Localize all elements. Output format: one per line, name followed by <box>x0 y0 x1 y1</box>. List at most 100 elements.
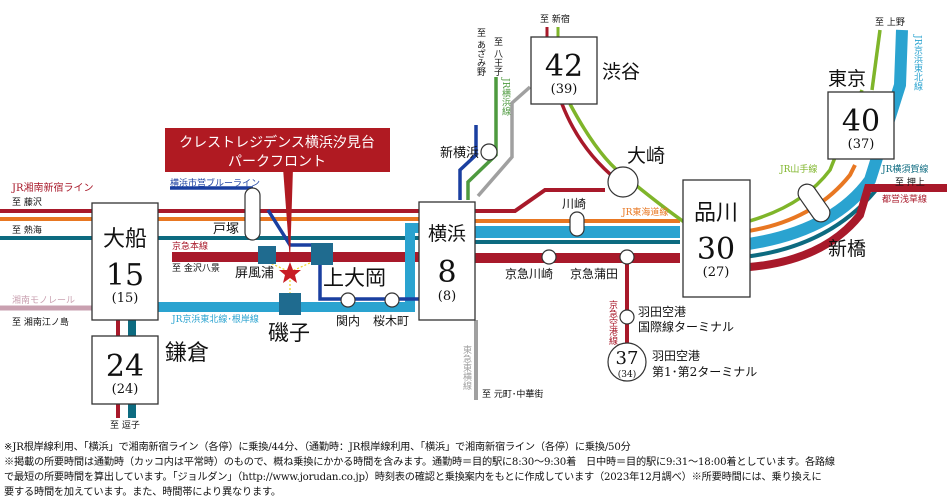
svg-text:大船: 大船 <box>103 227 147 252</box>
label-yokohama-line: JR横浜線 <box>500 77 511 115</box>
kawasaki-pill <box>569 211 585 237</box>
footnote-1: ※JR根岸線利用、「横浜」で湘南新宿ライン（各停）に乗換/44分、（通勤時：JR… <box>4 442 631 453</box>
svg-text:(15): (15) <box>112 291 139 306</box>
haneda-t12-label-1: 羽田空港 <box>652 349 700 363</box>
label-keihin-tohoku: JR京浜東北線 <box>912 34 923 90</box>
dest-motomachi: 至 元町･中華街 <box>482 388 543 400</box>
station-kamakura: 24 (24) <box>91 335 159 405</box>
footnote-3: で最短の所要時間を算出しています。「ジョルダン」（http://www.joru… <box>4 472 822 483</box>
kamakura-label: 鎌倉 <box>165 341 209 366</box>
svg-text:(37): (37) <box>848 137 875 152</box>
label-toyoko: 東急東横線 <box>461 344 472 390</box>
svg-text:42: 42 <box>545 49 583 84</box>
property-name-line1: クレストレジデンス横浜汐見台 <box>179 134 375 151</box>
property-star-icon <box>279 262 301 283</box>
footnote-4: 要する時間を加えています。また、時間帯により異なります。 <box>4 487 281 498</box>
isogo-square <box>279 293 301 315</box>
keikyu-kawasaki-circle <box>541 249 557 265</box>
footnote-2: ※掲載の所要時間は通勤時（カッコ内は平常時）のもので、概ね乗換にかかる時間を含み… <box>4 457 835 468</box>
svg-text:(27): (27) <box>703 265 730 280</box>
svg-text:8: 8 <box>437 255 456 290</box>
keikyu-kawasaki-label: 京急川崎 <box>505 266 553 281</box>
kamiooka-label: 上大岡 <box>323 266 386 290</box>
label-monorail: 湘南モノレール <box>12 294 75 306</box>
station-shinagawa: 品川 30 (27) <box>682 179 751 298</box>
byobugaura-square <box>258 246 276 264</box>
tokyo-label: 東京 <box>828 68 866 90</box>
label-asakusa: 都営浅草線 <box>882 193 927 205</box>
shibuya-label: 渋谷 <box>602 61 640 83</box>
dest-enoshima: 至 湘南江ノ島 <box>12 316 69 328</box>
keikyu-kamata-circle <box>619 249 635 265</box>
label-yokosuka: JR横須賀線 <box>881 163 928 175</box>
svg-text:37: 37 <box>616 348 639 369</box>
kannai-label: 関内 <box>336 314 360 328</box>
kannai-circle <box>340 292 356 308</box>
line-yokohama <box>466 77 498 200</box>
line-asakusa-arc <box>733 184 947 272</box>
shimbashi-label: 新橋 <box>828 238 866 260</box>
haneda-intl-label-2: 国際線ターミナル <box>638 319 734 334</box>
station-haneda-t12: 37 (34) <box>607 342 647 382</box>
kamiooka-square <box>311 243 333 265</box>
sakuragicho-label: 桜木町 <box>373 314 409 328</box>
dest-oshiage: 至 押上 <box>895 176 925 188</box>
property-label-box <box>165 128 390 172</box>
label-yamanote: JR山手線 <box>779 163 817 175</box>
svg-text:24: 24 <box>106 349 144 384</box>
property-name-line2: パークフロント <box>228 154 326 170</box>
label-shonan-shinjuku: JR湘南新宿ライン <box>11 181 94 194</box>
line-shonan-shinjuku <box>0 188 605 213</box>
svg-text:(24): (24) <box>112 382 139 397</box>
sakuragicho-circle <box>384 292 400 308</box>
line-blue-north <box>458 125 478 200</box>
dest-hachioji: 至 八王子 <box>492 37 503 76</box>
label-keihin-negishi: JR京浜東北線･根岸線 <box>171 313 259 325</box>
line-yokosuka <box>0 236 680 244</box>
station-shibuya: 42 (39) <box>530 36 598 105</box>
dest-ueno: 至 上野 <box>875 17 905 28</box>
line-yamanote-ueno <box>870 29 882 91</box>
property-pointer <box>283 168 293 262</box>
svg-text:(34): (34) <box>618 369 636 380</box>
svg-text:30: 30 <box>697 232 735 267</box>
label-keikyu-airport: 京急空港線 <box>607 299 618 345</box>
osaki-circle <box>607 166 639 198</box>
svg-text:(8): (8) <box>438 289 456 304</box>
shin-yokohama-circle <box>480 143 498 161</box>
line-tokaido-arc <box>733 164 857 235</box>
haneda-t12-label-2: 第1･第2ターミナル <box>652 365 757 379</box>
footnotes: ※JR根岸線利用、「横浜」で湘南新宿ライン（各停）に乗換/44分、（通勤時：JR… <box>4 440 944 500</box>
kawasaki-label: 川崎 <box>562 197 586 211</box>
haneda-intl-label-1: 羽田空港 <box>638 305 686 319</box>
isogo-label: 磯子 <box>268 321 310 345</box>
line-saikyo <box>560 103 619 182</box>
osaki-label: 大崎 <box>627 145 665 167</box>
line-keikyu-main <box>172 252 680 263</box>
shimbashi-pill <box>797 183 831 223</box>
label-tokaido: JR東海道線 <box>621 206 668 218</box>
shin-yokohama-label: 新横浜 <box>440 145 479 161</box>
dest-shinjuku: 至 新宿 <box>540 13 570 25</box>
svg-text:40: 40 <box>842 104 880 139</box>
dest-fujisawa: 至 藤沢 <box>12 196 42 208</box>
totsuka-label: 戸塚 <box>213 222 239 237</box>
svg-text:15: 15 <box>106 258 144 293</box>
totsuka-pill <box>244 187 261 241</box>
svg-text:横浜: 横浜 <box>428 223 466 245</box>
station-tokyo: 40 (37) <box>827 91 895 160</box>
svg-text:(39): (39) <box>551 82 578 97</box>
dest-atami: 至 熱海 <box>12 224 42 236</box>
dest-azamino: 至 あざみ野 <box>475 28 486 76</box>
keikyu-kamata-label: 京急蒲田 <box>570 266 618 281</box>
station-yokohama: 横浜 8 (8) <box>418 201 476 321</box>
station-ofuna: 大船 15 (15) <box>91 202 159 321</box>
label-blue-line: 横浜市営ブルーライン <box>170 177 260 189</box>
dest-kanazawa-hakkei: 至 金沢八景 <box>172 262 220 274</box>
haneda-intl-circle <box>619 309 635 325</box>
line-toyoko <box>476 85 532 198</box>
svg-text:品川: 品川 <box>694 201 738 226</box>
byobugaura-label: 屏風浦 <box>235 266 274 281</box>
dest-zushi: 至 逗子 <box>110 420 140 431</box>
